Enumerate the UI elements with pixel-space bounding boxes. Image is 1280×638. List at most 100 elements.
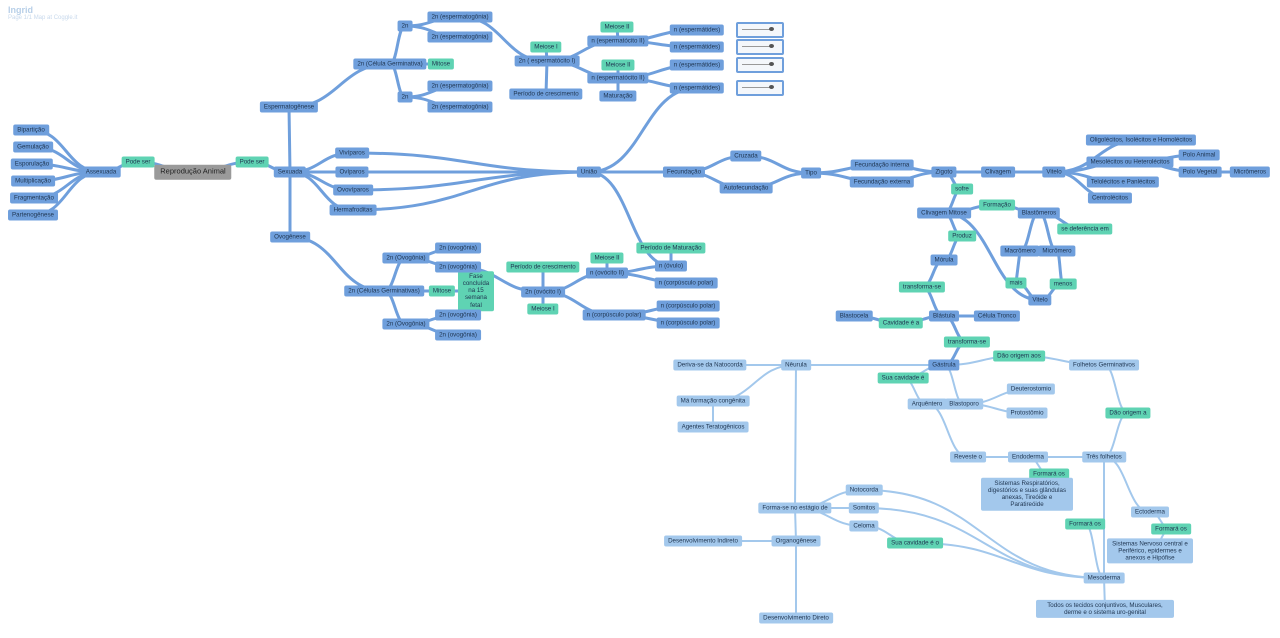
node-og_t[interactable]: 2n (Ovogônia) — [382, 252, 430, 264]
node-somitos[interactable]: Somitos — [848, 502, 880, 514]
node-endoderma[interactable]: Endoderma — [1008, 451, 1048, 463]
node-blastocela[interactable]: Blastocela — [835, 310, 873, 322]
node-gastrula[interactable]: Gástrula — [928, 359, 960, 371]
node-og_b[interactable]: 2n (Ovogônia) — [382, 318, 430, 330]
node-ovov[interactable]: Ovovíparos — [333, 184, 373, 196]
node-herm[interactable]: Hermafroditas — [329, 204, 377, 216]
node-formaraos3[interactable]: Formará os — [1065, 518, 1105, 530]
node-sg1[interactable]: 2n (espermatogônia) — [427, 11, 493, 23]
node-blastomeros[interactable]: Blastômeros — [1017, 207, 1061, 219]
node-desind[interactable]: Desenvolvimento Indireto — [664, 535, 742, 547]
node-suacav1[interactable]: Sua cavidade é — [877, 372, 929, 384]
node-s2n_top[interactable]: 2n — [397, 20, 413, 32]
node-ec1[interactable]: 2n ( espermatócito I) — [514, 55, 580, 67]
node-repro[interactable]: Reprodução Animal — [154, 164, 232, 180]
node-notocorda[interactable]: Notocorda — [845, 484, 883, 496]
node-micro_r[interactable]: Micrômeros — [1229, 166, 1271, 178]
node-blastoporo[interactable]: Blastoporo — [945, 398, 983, 410]
node-oligo[interactable]: Oligolécitos, Isolécitos e Homolécitos — [1085, 134, 1197, 146]
node-arquent[interactable]: Arquêntero — [907, 398, 947, 410]
node-tipo[interactable]: Tipo — [801, 167, 821, 179]
node-cavidade[interactable]: Cavidade é a — [878, 317, 924, 329]
node-telo[interactable]: Telolécitos e Panlécitos — [1086, 176, 1160, 188]
node-cp1[interactable]: n (corpúsculo polar) — [582, 309, 646, 321]
node-menos[interactable]: menos — [1049, 278, 1077, 290]
node-mei2b[interactable]: Meiose II — [601, 59, 635, 71]
node-fec[interactable]: Fecundação — [662, 166, 706, 178]
node-sg4[interactable]: 2n (espermatogônia) — [427, 101, 493, 113]
node-mei1b[interactable]: Meiose I — [527, 303, 559, 315]
node-centro[interactable]: Centrolécitos — [1087, 192, 1133, 204]
node-daoorigema[interactable]: Dão origem a — [1105, 407, 1151, 419]
node-mei2c[interactable]: Meiose II — [590, 252, 624, 264]
node-og4[interactable]: 2n (ovogônia) — [435, 329, 481, 341]
node-mesoderma[interactable]: Mesoderma — [1083, 572, 1125, 584]
node-mit1[interactable]: Mitose — [427, 58, 455, 70]
node-pc1[interactable]: Período de crescimento — [509, 88, 583, 100]
node-matur1[interactable]: Maturação — [599, 90, 637, 102]
node-sofre[interactable]: sofre — [951, 183, 973, 195]
node-micro[interactable]: Micrômero — [1038, 245, 1076, 257]
node-desdir[interactable]: Desenvolvimento Direto — [759, 612, 833, 624]
node-formase[interactable]: Forma-se no estágio de — [758, 502, 832, 514]
node-pc2[interactable]: Período de crescimento — [506, 261, 580, 273]
node-og1[interactable]: 2n (ovogônia) — [435, 242, 481, 254]
node-zigoto[interactable]: Zigoto — [931, 166, 957, 178]
node-fra[interactable]: Fragmentação — [10, 192, 58, 204]
node-esd4[interactable]: n (espermátides) — [669, 82, 725, 94]
node-clivagem[interactable]: Clivagem — [981, 166, 1015, 178]
node-polo_a[interactable]: Polo Animal — [1178, 149, 1220, 161]
node-revesteo[interactable]: Reveste o — [950, 451, 986, 463]
node-ovc[interactable]: 2n (Células Germinativas) — [344, 285, 424, 297]
node-mit2[interactable]: Mitose — [428, 285, 456, 297]
node-fi[interactable]: Fecundação interna — [850, 159, 914, 171]
node-meso[interactable]: Mesolécitos ou Heterolécitos — [1086, 156, 1174, 168]
node-vitelo1[interactable]: Vitelo — [1042, 166, 1066, 178]
node-cg[interactable]: 2n (Célula Germinativa) — [353, 58, 427, 70]
node-viv[interactable]: Vivíparos — [335, 147, 369, 159]
node-celoma[interactable]: Celoma — [849, 520, 879, 532]
node-ovoc1[interactable]: 2n (ovócito I) — [521, 286, 565, 298]
node-sistnerv[interactable]: Sistemas Nervoso central e Periférico, e… — [1107, 538, 1193, 564]
node-formaraos2[interactable]: Formará os — [1151, 523, 1191, 535]
node-transf2[interactable]: transforma-se — [943, 336, 991, 348]
node-polo_v[interactable]: Polo Vegetal — [1178, 166, 1222, 178]
node-esp[interactable]: Esporulação — [10, 158, 54, 170]
node-produz[interactable]: Produz — [948, 230, 976, 242]
node-celtronco[interactable]: Célula Tronco — [973, 310, 1021, 322]
node-bip[interactable]: Bipartição — [13, 124, 49, 136]
node-ectoderma[interactable]: Ectoderma — [1131, 506, 1169, 518]
node-sistresp[interactable]: Sistemas Respiratórios, digestórios e su… — [981, 477, 1073, 511]
node-s2n_bot[interactable]: 2n — [397, 91, 413, 103]
node-mais[interactable]: mais — [1005, 277, 1027, 289]
node-vitelo2[interactable]: Vitelo — [1028, 294, 1052, 306]
node-blastula[interactable]: Blástula — [928, 310, 960, 322]
node-espermato[interactable]: Espermatogênese — [259, 101, 319, 113]
node-ec2b[interactable]: n (espermatócito II) — [587, 72, 649, 84]
node-esd3[interactable]: n (espermátides) — [669, 59, 725, 71]
node-cmit[interactable]: Clivagem Mitose — [917, 207, 971, 219]
node-organo[interactable]: Organogênese — [771, 535, 821, 547]
node-macro[interactable]: Macrômero — [1000, 245, 1040, 257]
node-folhetos[interactable]: Folhetos Germinativos — [1069, 359, 1139, 371]
node-tresfolhetos[interactable]: Três folhetos — [1082, 451, 1126, 463]
node-ovulo[interactable]: n (óvulo) — [654, 260, 688, 272]
node-formaraos1[interactable]: Formará os — [1029, 468, 1069, 480]
node-pmatur[interactable]: Período de Maturação — [636, 242, 706, 254]
node-mei2a[interactable]: Meiose II — [600, 21, 634, 33]
node-formacao[interactable]: Formação — [979, 199, 1015, 211]
node-mei1[interactable]: Meiose I — [530, 41, 562, 53]
node-tecidos[interactable]: Todos os tecidos conjuntivos, Musculares… — [1036, 599, 1174, 619]
node-sediferencia[interactable]: se deferência em — [1057, 223, 1113, 235]
node-fe[interactable]: Fecundação externa — [849, 176, 915, 188]
node-og2[interactable]: 2n (ovogônia) — [435, 261, 481, 273]
node-autof[interactable]: Autofecundação — [719, 182, 773, 194]
node-suacav2[interactable]: Sua cavidade é o — [887, 537, 943, 549]
node-deutero[interactable]: Deuterostomio — [1006, 383, 1056, 395]
node-sg2[interactable]: 2n (espermatogônia) — [427, 31, 493, 43]
node-daoorigem[interactable]: Dão origem aos — [993, 350, 1045, 362]
node-transf1[interactable]: transforma-se — [898, 281, 946, 293]
node-og3[interactable]: 2n (ovogônia) — [435, 309, 481, 321]
node-cp3[interactable]: n (corpúsculo polar) — [656, 300, 720, 312]
node-esd1[interactable]: n (espermátides) — [669, 24, 725, 36]
